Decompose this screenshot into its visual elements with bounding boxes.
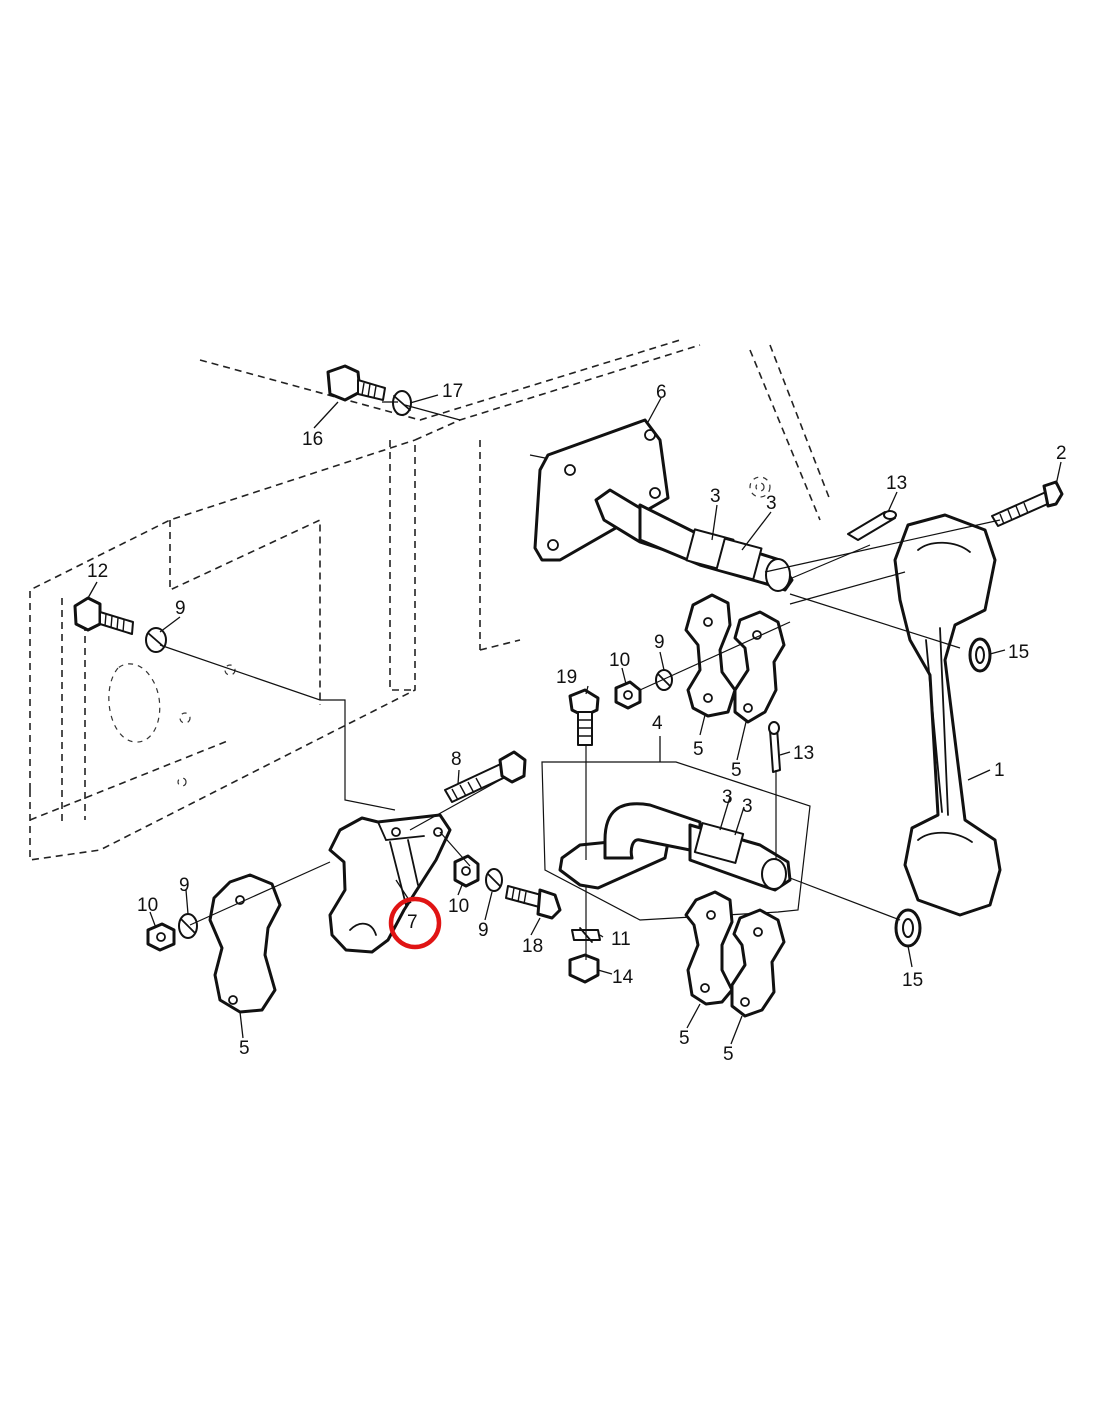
callout-11: 11 <box>611 929 631 950</box>
callout-3-bracket-left: 3 <box>722 787 733 808</box>
callout-5-upper-left: 5 <box>693 739 704 760</box>
callout-10-center: 10 <box>448 896 469 917</box>
callout-16: 16 <box>302 429 323 450</box>
callout-4: 4 <box>652 713 663 734</box>
clamp-half-part-5-lower-right <box>730 908 786 1018</box>
bolt-part-19 <box>568 688 600 746</box>
lock-washer-part-9-left <box>145 627 167 653</box>
callout-19: 19 <box>556 667 577 688</box>
callout-13-middle: 13 <box>793 743 814 764</box>
bolt-part-2 <box>991 480 1064 527</box>
nut-part-10-left <box>146 922 176 952</box>
lock-washer-part-17 <box>392 390 412 416</box>
clamp-half-part-5-left <box>208 873 282 1014</box>
bolt-part-16 <box>326 364 386 402</box>
callout-3-bracket-right: 3 <box>742 796 753 817</box>
callout-3-shaft-right: 3 <box>766 493 777 514</box>
bolt-part-8 <box>444 750 527 803</box>
callout-9-lower-left: 9 <box>179 875 190 896</box>
callout-2: 2 <box>1056 443 1067 464</box>
callout-labels: 1 2 3 3 3 3 4 5 5 5 5 5 6 7 8 9 9 9 9 10… <box>87 381 1067 1065</box>
bracket-assembly-part-4 <box>541 761 811 921</box>
callout-14: 14 <box>612 967 634 988</box>
clamp-half-part-5-upper-left <box>684 593 737 718</box>
chassis-frame <box>29 339 831 861</box>
clamp-half-part-5-lower-left <box>684 890 734 1006</box>
callout-9-center: 9 <box>478 920 489 941</box>
callout-13-top: 13 <box>886 473 907 494</box>
callout-10-lower-left: 10 <box>137 895 158 916</box>
lock-washer-part-9-middle <box>655 669 673 691</box>
callout-17: 17 <box>442 381 463 402</box>
callout-15-lower: 15 <box>902 970 923 991</box>
bolt-part-18 <box>505 885 562 920</box>
lock-washer-part-9-center <box>485 868 503 892</box>
mounting-bracket-part-7 <box>328 813 452 954</box>
bolt-part-12 <box>73 596 134 635</box>
callout-9-middle: 9 <box>654 632 665 653</box>
callout-18: 18 <box>522 936 543 957</box>
frame-nut <box>749 476 771 498</box>
callout-1: 1 <box>994 760 1005 781</box>
cotter-pin-part-13-middle <box>768 721 781 773</box>
callout-12: 12 <box>87 561 108 582</box>
highlight-ring-callout-7 <box>388 896 442 950</box>
callout-leaders <box>87 394 1062 1045</box>
connecting-link-part-1 <box>893 513 1002 917</box>
shaft-with-bushings-part-3 <box>638 503 794 592</box>
callout-5-left: 5 <box>239 1038 250 1059</box>
callout-9-upper-left: 9 <box>175 598 186 619</box>
nut-part-14 <box>568 953 600 984</box>
nut-part-10-center <box>453 854 480 888</box>
callout-6: 6 <box>656 382 667 403</box>
assembly-lines <box>159 404 1001 960</box>
callout-5-lower-left: 5 <box>679 1028 690 1049</box>
callout-5-lower-right: 5 <box>723 1044 734 1065</box>
cotter-pin-part-13-top <box>847 510 897 541</box>
lock-washer-part-9-lower-left <box>178 913 198 939</box>
callout-7: 7 <box>407 912 418 933</box>
nut-part-10-middle <box>614 680 642 710</box>
clamp-half-part-5-upper-right <box>733 610 786 724</box>
washer-part-15-lower <box>894 908 922 948</box>
callout-10-middle: 10 <box>609 650 630 671</box>
callout-3-shaft-left: 3 <box>710 486 721 507</box>
callout-15-upper: 15 <box>1008 642 1029 663</box>
callout-8: 8 <box>451 749 462 770</box>
callout-5-upper-right: 5 <box>731 760 742 781</box>
washer-part-15-upper <box>968 637 992 673</box>
